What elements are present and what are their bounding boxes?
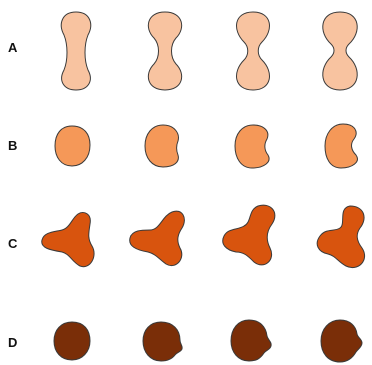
row-b-shape-1 bbox=[54, 125, 91, 167]
row-b-shape-2 bbox=[144, 124, 179, 168]
row-a-shape-4 bbox=[322, 11, 358, 91]
row-a-shapes bbox=[60, 11, 358, 91]
row-d-shape-3 bbox=[230, 319, 272, 362]
row-d-shape-4 bbox=[320, 319, 363, 363]
row-c-shapes bbox=[41, 204, 366, 268]
row-a-shape-3 bbox=[236, 11, 270, 91]
row-b-shape-3 bbox=[234, 124, 270, 169]
row-b-shapes bbox=[54, 123, 358, 169]
row-c-shape-3 bbox=[222, 204, 276, 266]
row-c-shape-1 bbox=[41, 211, 95, 268]
row-d-shape-2 bbox=[142, 321, 183, 362]
row-label-c: C bbox=[8, 236, 18, 251]
row-label-d: D bbox=[8, 335, 17, 350]
row-label-b: B bbox=[8, 138, 17, 153]
row-c-shape-2 bbox=[129, 210, 185, 266]
row-a-shape-2 bbox=[147, 11, 183, 91]
row-label-a: A bbox=[8, 40, 18, 55]
row-a-shape-1 bbox=[60, 11, 92, 91]
row-d-shape-1 bbox=[53, 321, 91, 361]
row-c-shape-4 bbox=[316, 205, 366, 268]
row-d-shapes bbox=[53, 319, 363, 363]
row-b-shape-4 bbox=[324, 123, 358, 169]
